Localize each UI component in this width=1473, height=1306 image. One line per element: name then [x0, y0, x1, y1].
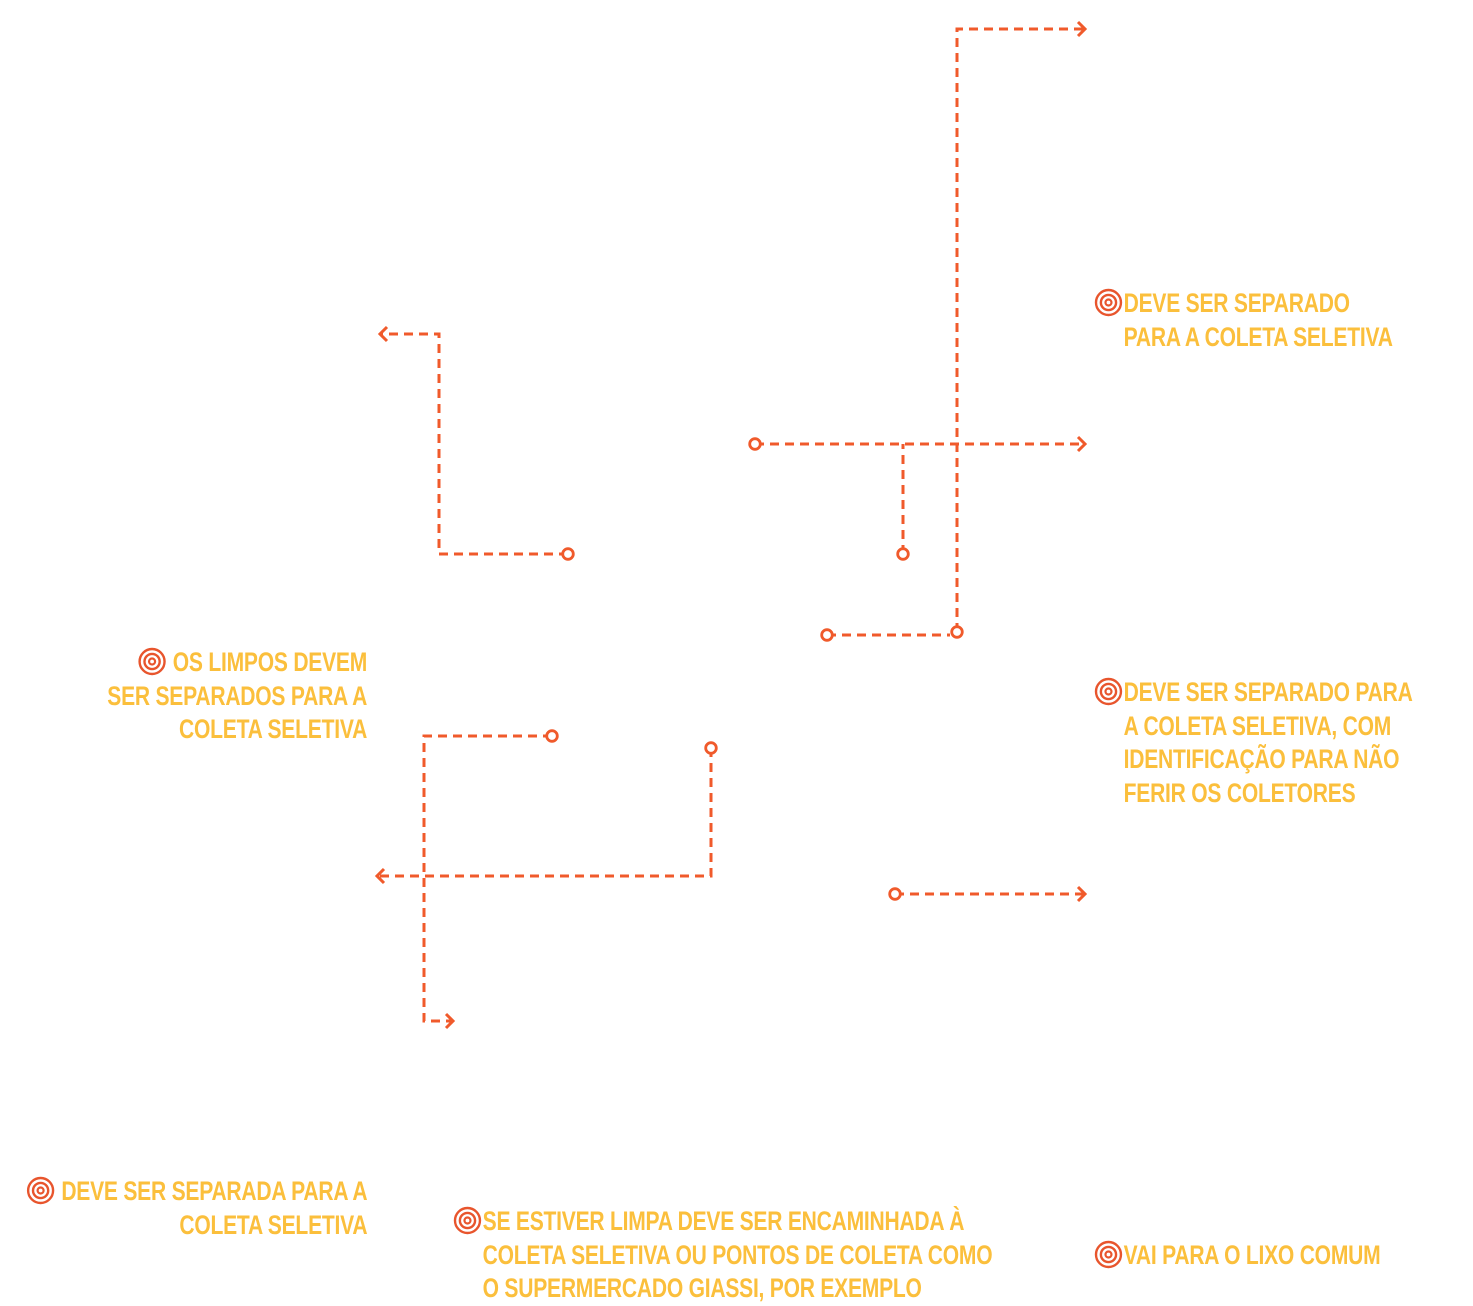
dashed-line [377, 748, 713, 878]
annotation-line: OS LIMPOS DEVEM [172, 647, 367, 677]
target-icon [1094, 1240, 1123, 1269]
arrow-left-icon [377, 325, 389, 343]
arrow-right-icon [1076, 20, 1088, 38]
connector-branch-middle [896, 444, 910, 561]
arrow-left-icon [374, 867, 386, 885]
endpoint-circle [896, 547, 910, 561]
arrow-right-icon [444, 1012, 456, 1030]
connector-top-right [950, 20, 1088, 639]
annotation-line: SER SEPARADOS PARA A [107, 680, 367, 711]
annotation-separado-coleta: DEVE SER SEPARADO PARA A COLETA SELETIVA [1094, 287, 1393, 354]
annotation-line: IDENTIFICAÇÃO PARA NÃO [1123, 744, 1400, 774]
dashed-line [955, 27, 1085, 632]
arrow-right-icon [1076, 885, 1088, 903]
annotation-separado-identificacao: DEVE SER SEPARADO PARA A COLETA SELETIVA… [1094, 676, 1413, 810]
annotation-line: COLETA SELETIVA [179, 714, 367, 744]
endpoint-circle [950, 625, 964, 639]
target-icon [1094, 677, 1123, 706]
connector-to-lixo [888, 885, 1088, 903]
annotation-line: COLETA SELETIVA OU PONTOS DE COLETA COMO [482, 1239, 993, 1270]
endpoint-circle [704, 741, 718, 755]
target-icon [453, 1206, 482, 1235]
annotation-line: SE ESTIVER LIMPA DEVE SER ENCAMINHADA À [482, 1206, 965, 1236]
annotation-limpos-separados: OS LIMPOS DEVEM SER SEPARADOS PARA A COL… [107, 646, 367, 747]
target-icon [138, 647, 167, 676]
annotation-limpa-encaminhada: SE ESTIVER LIMPA DEVE SER ENCAMINHADA À … [453, 1205, 993, 1306]
annotation-line: PARA A COLETA SELETIVA [1123, 321, 1393, 352]
annotation-lixo-comum: VAI PARA O LIXO COMUM [1094, 1239, 1381, 1273]
annotation-line: FERIR OS COLETORES [1123, 777, 1356, 808]
connector-bottom-middle [820, 628, 950, 642]
endpoint-circle [820, 628, 834, 642]
connector-to-limpa [422, 729, 559, 1030]
annotation-line: VAI PARA O LIXO COMUM [1123, 1240, 1381, 1270]
dashed-line [422, 734, 552, 1023]
endpoint-circle [888, 887, 902, 901]
annotation-line: DEVE SER SEPARADO [1123, 288, 1350, 318]
annotation-line: A COLETA SELETIVA, COM [1123, 710, 1392, 741]
annotation-line: O SUPERMERCADO GIASSI, POR EXEMPLO [482, 1273, 922, 1303]
dashed-line [380, 332, 568, 556]
arrow-right-icon [1076, 435, 1088, 453]
endpoint-circle [545, 729, 559, 743]
connector-to-limpos [374, 741, 718, 885]
connector-upper-left [377, 325, 575, 561]
connector-to-separado [748, 435, 1088, 453]
endpoint-circle [748, 437, 762, 451]
target-icon [1094, 288, 1123, 317]
endpoint-circle [561, 547, 575, 561]
annotation-line: DEVE SER SEPARADA PARA A [60, 1176, 367, 1206]
annotation-line: COLETA SELETIVA [179, 1209, 367, 1240]
annotation-separada-coleta: DEVE SER SEPARADA PARA A COLETA SELETIVA [26, 1175, 367, 1242]
annotation-line: DEVE SER SEPARADO PARA [1123, 677, 1413, 707]
target-icon [26, 1176, 55, 1205]
